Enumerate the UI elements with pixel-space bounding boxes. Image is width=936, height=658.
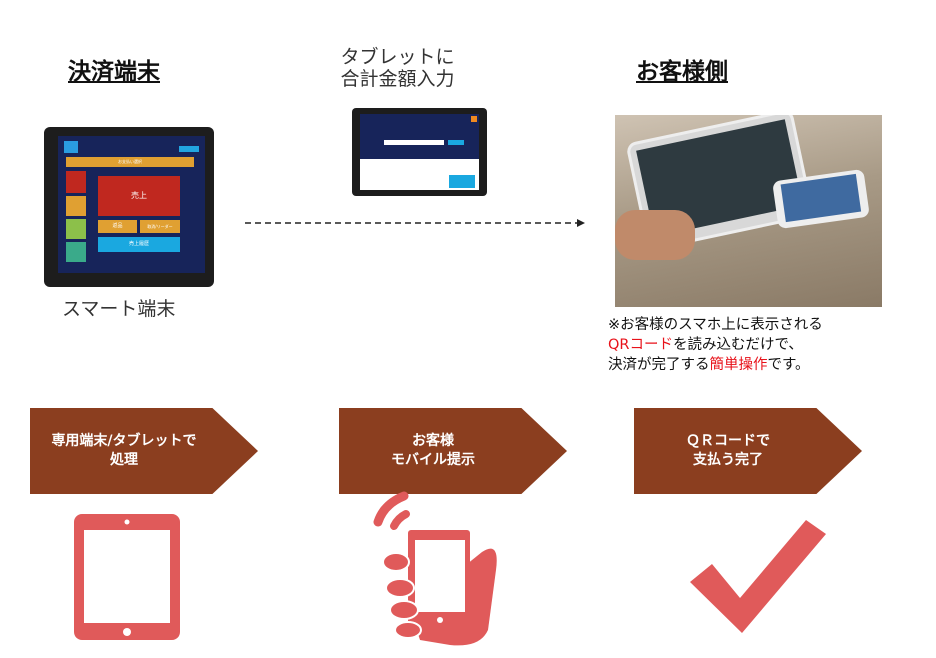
step-banner-1: 専用端末/タブレットで処理: [30, 408, 258, 494]
tablet-icon: [74, 514, 180, 640]
step2-line1: お客様: [412, 433, 454, 449]
tablet-caption-line1: タブレットに: [340, 46, 455, 68]
smart-terminal-image: お支払い選択 売上 返品 取消/リーダー 売上履歴: [44, 127, 214, 287]
screen-return-button: 返品: [98, 220, 137, 233]
screen-top-bar: お支払い選択: [66, 157, 194, 167]
tablet-caption-line2: 合計金額入力: [340, 68, 455, 90]
note-line2: を読み込むだけで、: [673, 337, 803, 353]
note-easy-highlight: 簡単操作: [709, 357, 768, 373]
step-banner-2: お客様モバイル提示: [339, 408, 567, 494]
step2-line2: モバイル提示: [391, 452, 475, 468]
note-line1: ※お客様のスマホ上に表示される: [608, 317, 823, 333]
customer-heading: お客様側: [636, 59, 728, 85]
step1-line1: 専用端末/タブレットで: [51, 433, 197, 449]
note-qr-highlight: QRコード: [608, 337, 673, 353]
customer-note: ※お客様のスマホ上に表示される QRコードを読み込むだけで、 決済が完了する簡単…: [608, 315, 823, 375]
terminal-heading: 決済端末: [68, 59, 160, 85]
screen-history-button: 売上履歴: [98, 237, 180, 252]
step-banner-3: ＱＲコードで支払う完了: [634, 408, 862, 494]
checkmark-icon: [690, 520, 826, 633]
tablet-caption: タブレットに 合計金額入力: [340, 46, 455, 90]
screen-sale-button: 売上: [98, 176, 180, 216]
tablet-image: [352, 108, 487, 196]
customer-photo: [615, 115, 882, 307]
note-line3-end: です。: [767, 357, 810, 373]
note-line3-start: 決済が完了する: [608, 357, 710, 373]
step3-line2: 支払う完了: [693, 452, 763, 468]
mobile-in-hand-icon: [373, 491, 497, 646]
screen-cancel-button: 取消/リーダー: [140, 220, 180, 233]
step1-line2: 処理: [110, 452, 138, 468]
terminal-caption: スマート端末: [62, 298, 176, 320]
step3-line1: ＱＲコードで: [686, 433, 770, 449]
flow-dashed-arrow: [245, 219, 585, 227]
